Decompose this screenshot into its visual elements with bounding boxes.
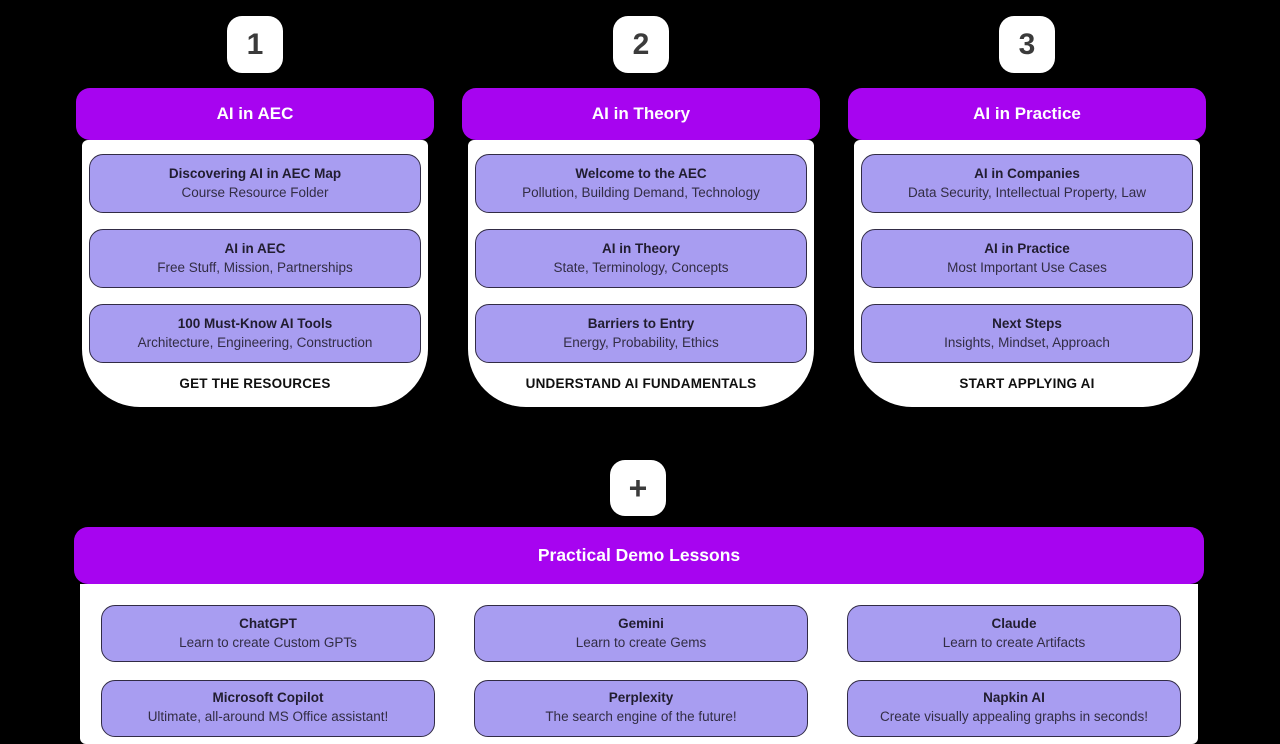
phase-footer-label: START APPLYING AI <box>959 376 1095 391</box>
lesson-subtitle: Energy, Probability, Ethics <box>563 334 719 350</box>
demo-lesson-card[interactable]: Claude Learn to create Artifacts <box>847 605 1181 662</box>
lesson-card[interactable]: Barriers to Entry Energy, Probability, E… <box>475 304 807 363</box>
bonus-section-body: ChatGPT Learn to create Custom GPTs Gemi… <box>80 584 1198 744</box>
lesson-title: Napkin AI <box>983 690 1045 706</box>
phase-column-2: 2 AI in Theory Welcome to the AEC Pollut… <box>462 16 820 407</box>
lesson-title: Claude <box>991 615 1037 631</box>
phase-column-1: 1 AI in AEC Discovering AI in AEC Map Co… <box>76 16 434 407</box>
lesson-title: Discovering AI in AEC Map <box>168 165 342 181</box>
lesson-subtitle: Create visually appealing graphs in seco… <box>880 709 1148 724</box>
lesson-title: Next Steps <box>992 315 1062 331</box>
lesson-title: Welcome to the AEC <box>575 165 707 181</box>
phase-columns: 1 AI in AEC Discovering AI in AEC Map Co… <box>76 16 1206 407</box>
lesson-subtitle: Insights, Mindset, Approach <box>944 334 1110 350</box>
phase-header-ai-in-aec: AI in AEC <box>76 88 434 140</box>
lesson-subtitle: Learn to create Custom GPTs <box>179 634 357 650</box>
lesson-subtitle: State, Terminology, Concepts <box>553 259 729 275</box>
phase-body: AI in Companies Data Security, Intellect… <box>854 140 1200 407</box>
phase-body: Welcome to the AEC Pollution, Building D… <box>468 140 814 407</box>
bonus-section-header: Practical Demo Lessons <box>74 527 1204 584</box>
lesson-subtitle: Data Security, Intellectual Property, La… <box>907 184 1147 200</box>
phase-header-ai-in-theory: AI in Theory <box>462 88 820 140</box>
lesson-subtitle: Pollution, Building Demand, Technology <box>522 184 760 200</box>
lesson-subtitle: Architecture, Engineering, Construction <box>137 334 373 350</box>
lesson-card[interactable]: AI in Companies Data Security, Intellect… <box>861 154 1193 213</box>
phase-number-badge: 1 <box>227 16 283 73</box>
lesson-title: Gemini <box>618 615 664 631</box>
lesson-title: Microsoft Copilot <box>212 690 324 706</box>
demo-lesson-card[interactable]: Microsoft Copilot Ultimate, all-around M… <box>101 679 435 737</box>
phase-body: Discovering AI in AEC Map Course Resourc… <box>82 140 428 407</box>
phase-footer-label: UNDERSTAND AI FUNDAMENTALS <box>525 376 757 391</box>
phase-number-badge: 2 <box>613 16 669 73</box>
phase-number-badge: 3 <box>999 16 1055 73</box>
lesson-title: 100 Must-Know AI Tools <box>177 315 333 331</box>
lesson-subtitle: Course Resource Folder <box>181 184 329 200</box>
lesson-title: AI in Theory <box>601 240 680 256</box>
lesson-title: AI in Practice <box>984 240 1070 256</box>
phase-header-ai-in-practice: AI in Practice <box>848 88 1206 140</box>
demo-lesson-card[interactable]: Napkin AI Create visually appealing grap… <box>847 679 1181 737</box>
lesson-title: Barriers to Entry <box>587 315 695 331</box>
lesson-subtitle: Most Important Use Cases <box>947 259 1107 275</box>
lesson-card[interactable]: 100 Must-Know AI Tools Architecture, Eng… <box>89 304 421 363</box>
demo-lesson-card[interactable]: ChatGPT Learn to create Custom GPTs <box>101 605 435 662</box>
lesson-subtitle: Free Stuff, Mission, Partnerships <box>157 259 353 275</box>
lesson-title: ChatGPT <box>239 615 297 631</box>
lesson-card[interactable]: AI in Practice Most Important Use Cases <box>861 229 1193 288</box>
lesson-subtitle: The search engine of the future! <box>545 709 737 724</box>
lesson-subtitle: Learn to create Gems <box>575 634 707 650</box>
plus-icon: + <box>610 460 666 516</box>
lesson-card[interactable]: AI in AEC Free Stuff, Mission, Partnersh… <box>89 229 421 288</box>
lesson-title: Perplexity <box>608 690 674 706</box>
lesson-subtitle: Learn to create Artifacts <box>942 634 1086 650</box>
lesson-card[interactable]: AI in Theory State, Terminology, Concept… <box>475 229 807 288</box>
lesson-subtitle: Ultimate, all-around MS Office assistant… <box>147 709 389 724</box>
phase-column-3: 3 AI in Practice AI in Companies Data Se… <box>848 16 1206 407</box>
lesson-card[interactable]: Welcome to the AEC Pollution, Building D… <box>475 154 807 213</box>
lesson-title: AI in AEC <box>224 240 286 256</box>
phase-footer-label: GET THE RESOURCES <box>179 376 331 391</box>
demo-lesson-card[interactable]: Gemini Learn to create Gems <box>474 605 808 662</box>
lesson-card[interactable]: Next Steps Insights, Mindset, Approach <box>861 304 1193 363</box>
lesson-title: AI in Companies <box>974 165 1080 181</box>
course-roadmap-diagram: 1 AI in AEC Discovering AI in AEC Map Co… <box>74 16 1206 744</box>
lesson-card[interactable]: Discovering AI in AEC Map Course Resourc… <box>89 154 421 213</box>
demo-lesson-card[interactable]: Perplexity The search engine of the futu… <box>474 679 808 737</box>
